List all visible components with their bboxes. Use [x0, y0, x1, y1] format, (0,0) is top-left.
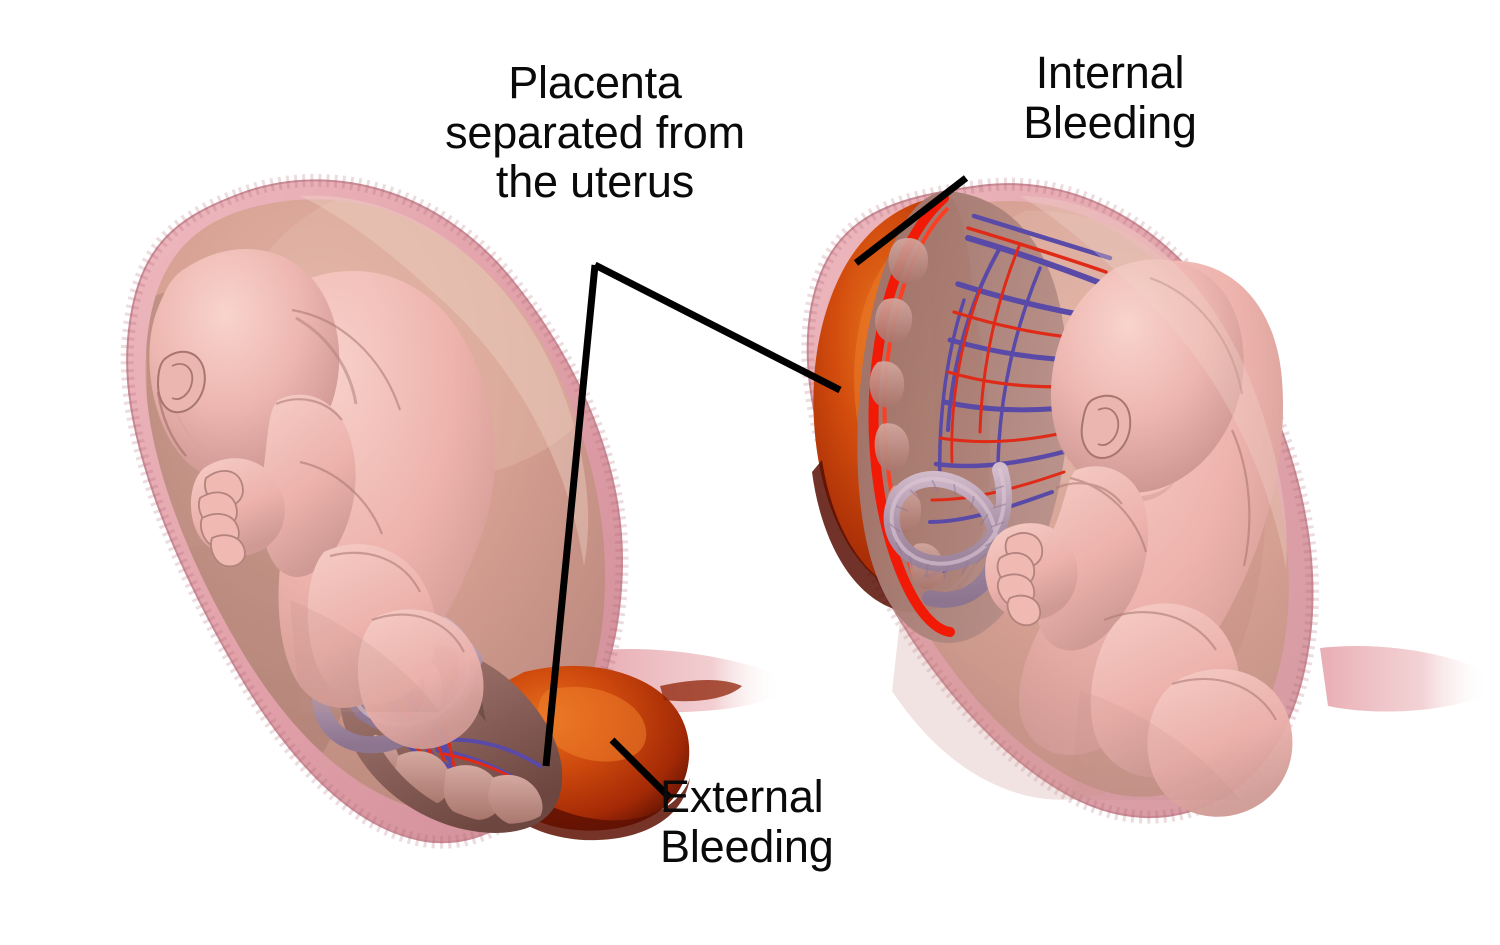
fetus-ear-right: [1080, 394, 1132, 460]
fetus-arm-left: [260, 394, 356, 578]
external-bleeding-leader: [609, 737, 673, 801]
umbilical-cord-highlight-right: [889, 468, 1006, 566]
leader-lines-group: [542, 175, 969, 801]
fetus-ear-left: [156, 350, 206, 414]
figure-right-concealed-abruption: [801, 177, 1491, 824]
fetus-right: [985, 259, 1293, 817]
label-placenta-separated: Placenta separated from the uterus: [445, 57, 745, 207]
cervix-right: [1320, 645, 1491, 712]
fetus-leg-right: [1147, 669, 1293, 817]
uterus-wall-texture-left: [120, 173, 629, 849]
placenta-leader-left: [542, 264, 599, 767]
fetus-fingers-left: [198, 470, 246, 568]
cavity-highlight-right: [1020, 196, 1287, 568]
figure-left-revealed-abruption: [120, 173, 782, 849]
label-external-bleeding: External Bleeding: [660, 771, 834, 872]
blood-trickle-left: [660, 680, 742, 702]
fetus-fingers-right: [996, 532, 1044, 627]
umbilical-cord-coils-right: [889, 479, 1007, 580]
placenta-leader-right: [593, 261, 842, 394]
fetus-leg-left: [358, 609, 484, 749]
fetus-contours-left: [275, 308, 465, 653]
fetus-left: [149, 249, 495, 749]
internal-blood-shadow-right: [812, 460, 978, 613]
cavity-highlight-left: [300, 195, 589, 566]
label-internal-bleeding: Internal Bleeding: [1023, 47, 1197, 148]
internal-bleeding-leader: [853, 175, 969, 266]
fetus-contours-right: [1055, 276, 1277, 721]
